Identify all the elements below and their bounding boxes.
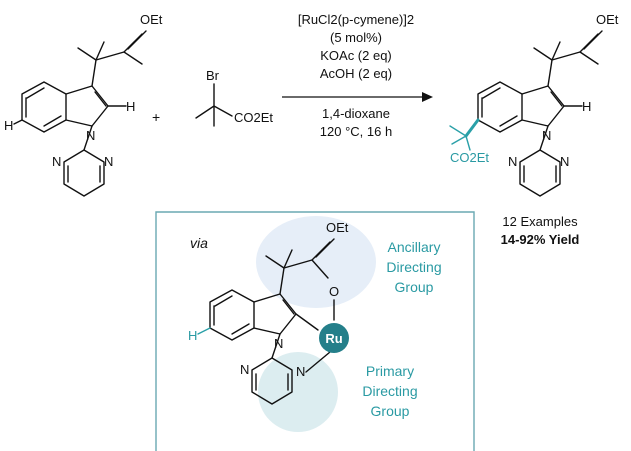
via-label: via	[190, 235, 208, 251]
acid: AcOH (2 eq)	[320, 66, 392, 81]
atom-oet: OEt	[326, 220, 349, 235]
temperature-time: 120 °C, 16 h	[320, 124, 392, 139]
atom-n: N	[542, 128, 551, 143]
atom-n: N	[508, 154, 517, 169]
atom-co2et-teal: CO2Et	[450, 150, 489, 165]
ancillary-label-2: Directing	[386, 259, 441, 275]
solvent: 1,4-dioxane	[322, 106, 390, 121]
primary-label-2: Directing	[362, 383, 417, 399]
arrow-head	[422, 92, 433, 102]
primary-label-1: Primary	[366, 363, 414, 379]
scope-yield: 14-92% Yield	[501, 232, 580, 247]
ru-center	[319, 323, 349, 353]
atom-br: Br	[206, 68, 220, 83]
alkyl-bromide: Br CO2Et	[195, 68, 273, 127]
catalyst-loading: (5 mol%)	[330, 30, 382, 45]
scope-examples: 12 Examples	[502, 214, 578, 229]
atom-h: H	[4, 118, 13, 133]
atom-n: N	[86, 128, 95, 143]
atom-n: N	[240, 362, 249, 377]
atom-oet: OEt	[596, 12, 619, 27]
atom-ru: Ru	[325, 331, 342, 346]
atom-h-teal: H	[188, 328, 197, 343]
catalyst: [RuCl2(p-cymene)]2	[298, 12, 414, 27]
atom-h: H	[582, 99, 591, 114]
reaction-conditions: [RuCl2(p-cymene)]2 (5 mol%) KOAc (2 eq) …	[282, 12, 433, 139]
ancillary-label-1: Ancillary	[388, 239, 441, 255]
atom-n: N	[560, 154, 569, 169]
starting-material: OEt O H H N N N	[4, 12, 163, 197]
atom-n: N	[52, 154, 61, 169]
atom-oet: OEt	[140, 12, 163, 27]
product: OEt H N N N CO2Et	[449, 12, 619, 197]
mechanism-box: via Ru OEt O H N N N Ancillary Directing…	[155, 211, 475, 451]
ancillary-highlight	[256, 216, 376, 308]
primary-label-3: Group	[371, 403, 410, 419]
atom-co2et: CO2Et	[234, 110, 273, 125]
atom-n: N	[274, 336, 283, 351]
atom-n: N	[104, 154, 113, 169]
plus-sign: +	[152, 109, 160, 125]
atom-h: H	[126, 99, 135, 114]
atom-o: O	[329, 284, 339, 299]
base: KOAc (2 eq)	[320, 48, 392, 63]
atom-n: N	[296, 364, 305, 379]
primary-highlight	[258, 352, 338, 432]
ancillary-label-3: Group	[395, 279, 434, 295]
